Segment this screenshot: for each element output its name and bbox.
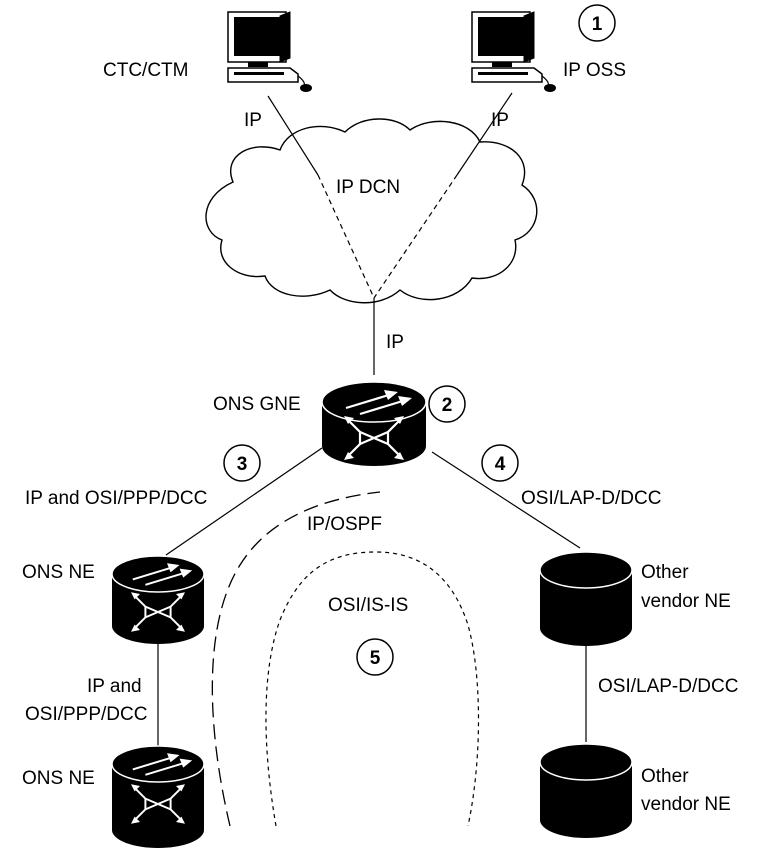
ons-ne2-label: ONS NE: [22, 768, 95, 789]
ip-ospf-boundary: [211, 491, 381, 827]
ons-ne2-router-icon: [111, 745, 205, 848]
ons-ne1-label: ONS NE: [22, 562, 95, 583]
vendor1-link-label: OSI/LAP-D/DCC: [521, 488, 661, 509]
ne2-link-label-line1: IP and: [87, 676, 142, 697]
vendor-ne2-cylinder-icon: [539, 743, 633, 838]
ctc-ctm-label: CTC/CTM: [103, 60, 188, 81]
callout-circles: [223, 4, 616, 676]
callout-4: 4: [495, 454, 506, 475]
ne2-link-label-line2: OSI/PPP/DCC: [25, 704, 147, 725]
ne1-link-label: IP and OSI/PPP/DCC: [25, 488, 207, 509]
callout-3-circle: [223, 444, 261, 482]
callout-3: 3: [237, 454, 248, 475]
callout-5-circle: [356, 638, 394, 676]
ip-oss-label: IP OSS: [563, 60, 626, 81]
connection-lines: [157, 92, 587, 752]
ctc-to-cloud-link: [267, 95, 319, 176]
gne-to-ne1-link: [165, 447, 323, 556]
oss-dashed-path: [373, 174, 458, 299]
osi-isis-label: OSI/IS-IS: [328, 595, 408, 616]
vendor2-label-line2: vendor NE: [641, 794, 731, 815]
cloud-icon: [205, 118, 538, 304]
ip-ospf-label: IP/OSPF: [307, 514, 382, 535]
vendor1-label-line1: Other: [641, 562, 689, 583]
vendor2-label-line1: Other: [641, 766, 689, 787]
callout-4-circle: [481, 444, 519, 482]
vendor2-link-label: OSI/LAP-D/DCC: [598, 676, 738, 697]
gne-to-vendor1-link: [431, 451, 581, 549]
ons-ne1-router-icon: [111, 555, 205, 644]
callout-2-circle: [428, 385, 466, 423]
ctc-ip-label: IP: [244, 110, 262, 131]
vendor1-label-line2: vendor NE: [641, 591, 731, 612]
osi-isis-boundary: [265, 551, 480, 827]
ons-gne-label: ONS GNE: [213, 394, 301, 415]
computer-icon: [471, 11, 557, 93]
callout-5: 5: [370, 648, 381, 669]
gne-ip-label: IP: [386, 332, 404, 353]
callout-1: 1: [592, 14, 603, 35]
callout-2: 2: [442, 395, 453, 416]
vendor-ne1-cylinder-icon: [539, 551, 633, 646]
ip-dcn-label: IP DCN: [336, 177, 400, 198]
computer-icon: [227, 11, 313, 93]
oss-ip-label: IP: [491, 110, 509, 131]
ctc-dashed-path: [317, 174, 375, 299]
oss-to-cloud-link: [456, 92, 513, 176]
ons-gne-router-icon: [321, 381, 427, 466]
callout-1-circle: [578, 4, 616, 42]
